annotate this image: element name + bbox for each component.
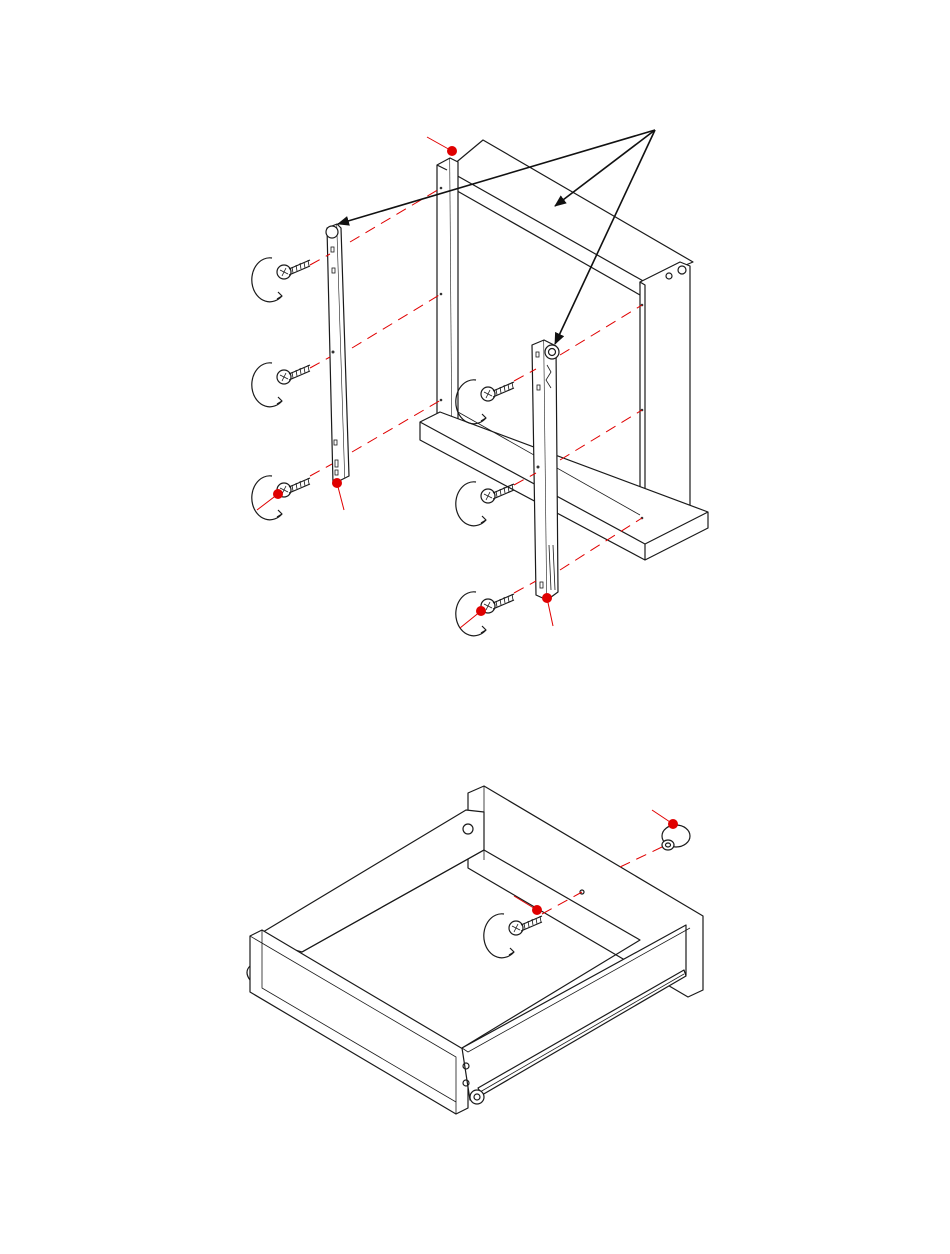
callout-dot-icon bbox=[332, 478, 342, 488]
callout-dot-icon bbox=[273, 489, 283, 499]
screw-icon bbox=[252, 363, 310, 407]
screw-icon bbox=[252, 258, 310, 302]
cabinet-frame bbox=[420, 140, 708, 560]
left-drawer-slide-rail bbox=[326, 224, 349, 484]
callout-markers-top bbox=[257, 137, 553, 628]
right-drawer-slide-rail bbox=[532, 340, 559, 600]
screw-icon bbox=[484, 914, 542, 958]
roller-wheel-icon bbox=[470, 1090, 484, 1104]
callout-dot-icon bbox=[532, 905, 542, 915]
callout-dot-icon bbox=[476, 606, 486, 616]
screw-icon bbox=[456, 482, 514, 526]
callout-dot-icon bbox=[668, 819, 678, 829]
callout-dot-icon bbox=[447, 146, 457, 156]
cam-lock-icon bbox=[620, 825, 690, 867]
callout-dot-icon bbox=[542, 593, 552, 603]
drawer-box bbox=[247, 786, 703, 1114]
screw-icon bbox=[456, 380, 514, 424]
